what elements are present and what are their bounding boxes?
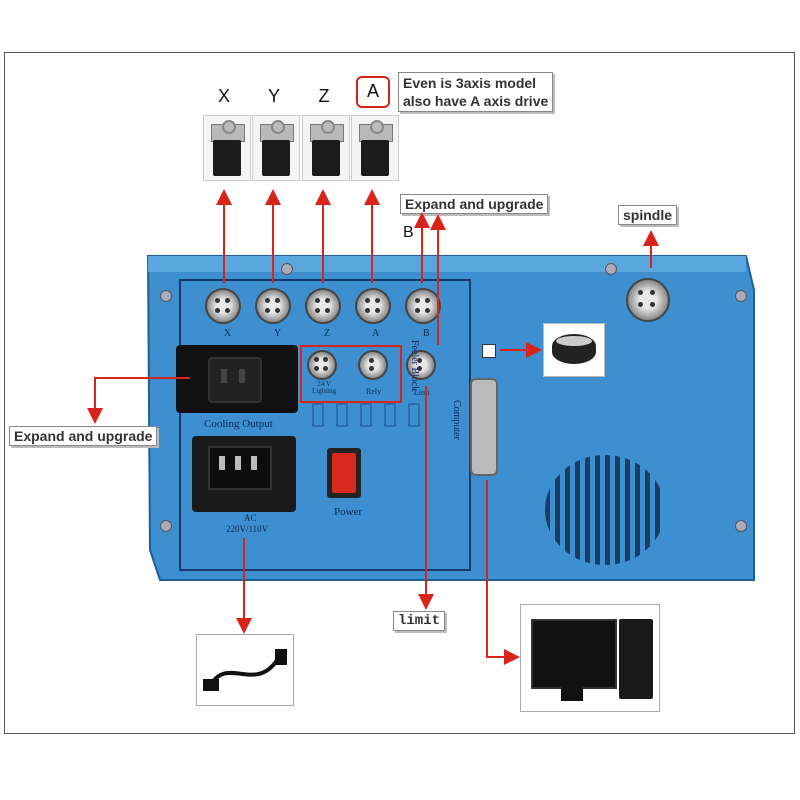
port-label-a: A (372, 328, 380, 339)
note-line-2: also have A axis drive (403, 93, 549, 109)
axis-label-a: A (356, 76, 390, 108)
spindle-label: spindle (618, 205, 678, 225)
note-line-1: Even is 3axis model (403, 75, 537, 91)
port-label-z: Z (324, 328, 331, 339)
expand-upgrade-left-label: Expand and upgrade (9, 426, 158, 446)
spindle-port (626, 278, 670, 322)
expand-upgrade-top-label: Expand and upgrade (400, 194, 549, 214)
axis-label-y: Y (267, 86, 280, 106)
status-led-row (312, 403, 420, 427)
voltage-label: 220V/110V (226, 524, 269, 534)
ac-label: AC (244, 513, 257, 523)
power-switch (327, 448, 361, 498)
cooling-output-label: Cooling Output (204, 418, 273, 430)
port-label-b: B (423, 328, 430, 339)
limit-label: limit (393, 611, 446, 631)
cooling-output-socket (176, 345, 298, 413)
stepper-motor-y (252, 115, 300, 181)
screw (160, 290, 172, 302)
lighting-port-label: 24 V Lighting (312, 380, 337, 395)
a-axis-note: Even is 3axis model also have A axis dri… (398, 72, 554, 112)
screw (735, 290, 747, 302)
power-cable-image (196, 634, 294, 706)
stepper-motor-z (302, 115, 350, 181)
axis-label-z: Z (318, 86, 330, 106)
screw (160, 520, 172, 532)
power-cable-icon (203, 649, 287, 691)
power-label: Power (334, 506, 363, 518)
feeler-block-label: Feeler Block (409, 340, 420, 392)
stepper-motor-a (351, 115, 399, 181)
limit-port-label: Limit (414, 389, 430, 397)
expansion-ports-highlight (300, 345, 402, 403)
port-label-y: Y (274, 328, 282, 339)
diagram-frame (4, 52, 795, 734)
relay-port-label: Rely (366, 387, 382, 396)
feeler-block-image (543, 323, 605, 377)
lighting-port (307, 350, 337, 380)
feeler-block-port (482, 344, 496, 358)
axis-label-x: X (217, 86, 230, 106)
z-axis-port (305, 288, 341, 324)
y-axis-port (255, 288, 291, 324)
ac-power-inlet (192, 436, 296, 512)
stepper-motor-x (203, 115, 251, 181)
speaker-grille (545, 455, 665, 565)
computer-db25-port (470, 378, 498, 476)
computer-label: Computer (451, 400, 462, 440)
computer-image (520, 604, 660, 712)
relay-port (358, 350, 388, 380)
screw (281, 263, 293, 275)
b-label: B (403, 224, 414, 241)
x-axis-port (205, 288, 241, 324)
screw (605, 263, 617, 275)
a-axis-port (355, 288, 391, 324)
port-label-x: X (224, 328, 232, 339)
limit-port (406, 350, 436, 380)
b-axis-port (405, 288, 441, 324)
screw (735, 520, 747, 532)
